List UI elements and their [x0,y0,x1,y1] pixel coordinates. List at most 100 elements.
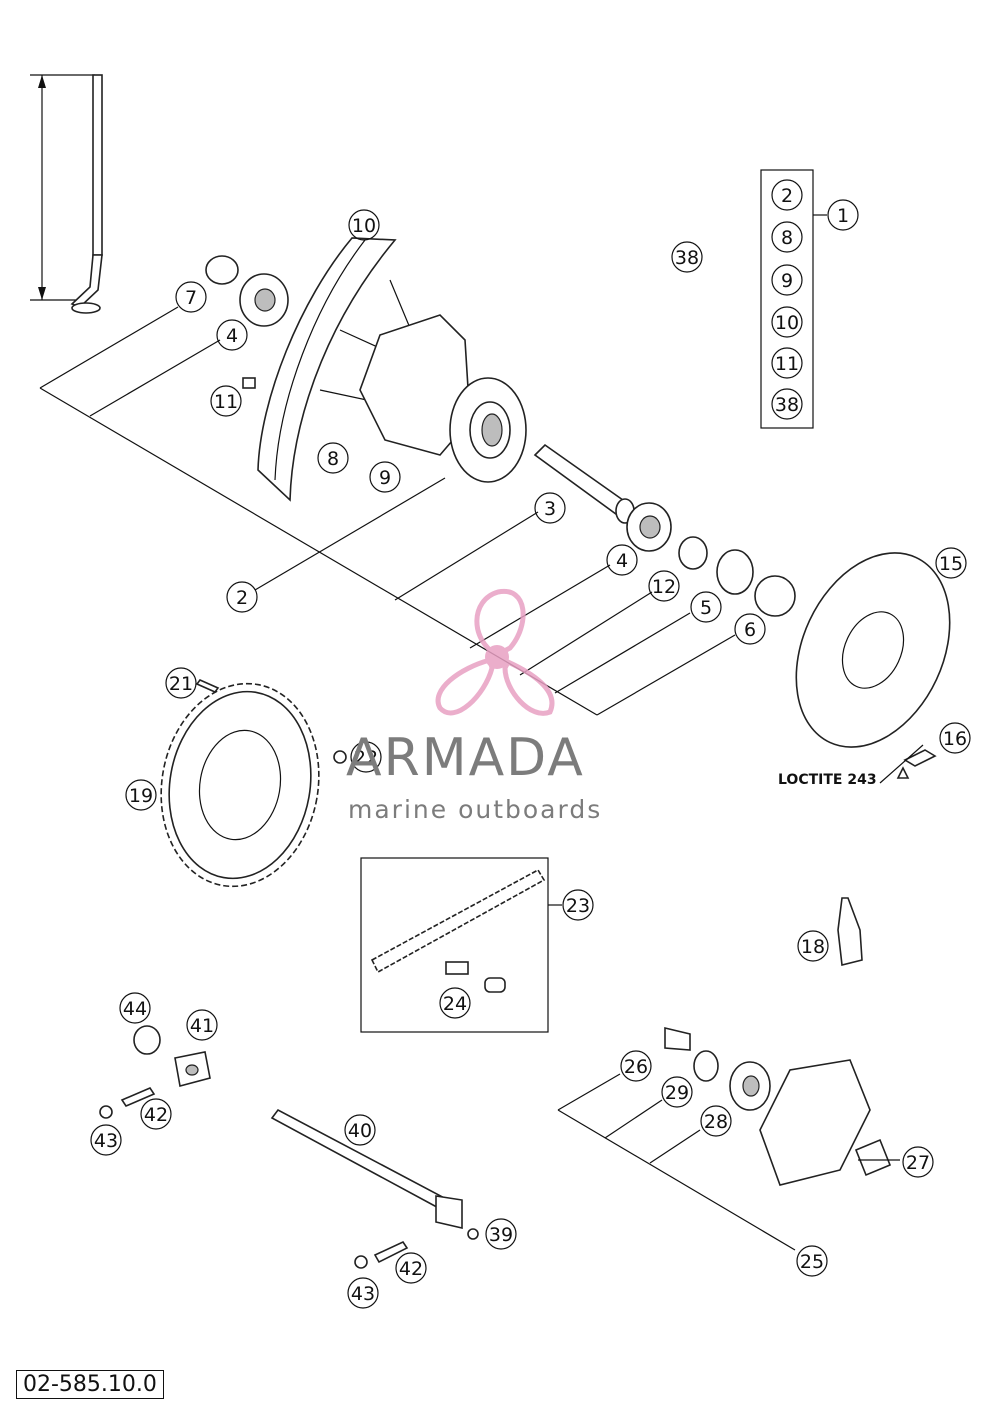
callout-nipple[interactable]: 11 [210,385,242,417]
loctite-note: LOCTITE 243 [778,772,877,788]
svg-text:26: 26 [624,1056,648,1078]
chain-drawing [360,857,549,1033]
svg-text:27: 27 [906,1152,930,1174]
callout-chain-adjuster[interactable]: 41 [186,1009,218,1041]
svg-text:22: 22 [354,747,378,769]
svg-text:7: 7 [185,287,197,309]
callout-sprocket-carrier[interactable]: 25 [796,1245,828,1277]
svg-text:23: 23 [566,895,590,917]
svg-text:25: 25 [800,1251,824,1273]
kit-item-callout[interactable]: 8 [771,221,803,253]
callout-hub[interactable]: 2 [226,581,258,613]
kit-label-callout[interactable]: 1 [827,199,859,231]
callout-sprocket[interactable]: 19 [125,779,157,811]
svg-text:4: 4 [226,325,238,347]
svg-text:1: 1 [837,205,849,227]
svg-text:5: 5 [700,597,712,619]
svg-text:10: 10 [352,215,376,237]
svg-text:43: 43 [351,1283,375,1305]
callout-rim[interactable]: 10 [348,209,380,241]
svg-text:19: 19 [129,785,153,807]
callout-carrier-seal[interactable]: 29 [661,1076,693,1108]
axle-spacer-drawing [205,255,796,617]
svg-text:10: 10 [775,312,799,334]
svg-text:8: 8 [781,227,793,249]
svg-text:38: 38 [675,247,699,269]
svg-text:6: 6 [744,619,756,641]
kit-group-callouts: 2 8 9 10 11 38 1 [771,179,859,420]
callout-bearing[interactable]: 4 [216,319,248,351]
sprocket-carrier-drawing [664,1026,892,1186]
axle-drawing [270,1108,479,1240]
callout-adjust-screw[interactable]: 42 [140,1098,172,1130]
part-callouts: 10 7 4 11 8 9 38 3 2 4 12 5 6 15 16 21 2… [90,209,971,1309]
svg-text:38: 38 [775,394,799,416]
watermark-tagline: marine outboards [348,795,603,824]
svg-text:15: 15 [939,553,963,575]
svg-text:3: 3 [544,498,556,520]
kit-item-callout[interactable]: 38 [771,388,803,420]
kit-item-callout[interactable]: 11 [771,347,803,379]
svg-text:11: 11 [214,391,238,413]
chain-adjuster-drawing [99,1025,409,1269]
kit-item-callout[interactable]: 2 [771,179,803,211]
svg-text:40: 40 [348,1120,372,1142]
callout-shaft-seal[interactable]: 5 [690,591,722,623]
callout-adjust-screw-lower[interactable]: 42 [395,1252,427,1284]
callout-axle[interactable]: 40 [344,1114,376,1146]
spoke-drawing [30,74,103,314]
callout-distance-bushing[interactable]: 6 [734,613,766,645]
callout-bushing[interactable]: 44 [119,992,151,1024]
svg-text:9: 9 [379,467,391,489]
svg-text:18: 18 [801,936,825,958]
callout-chain-link[interactable]: 24 [439,987,471,1019]
callout-carrier-bearing[interactable]: 28 [700,1105,732,1137]
svg-text:24: 24 [443,993,467,1015]
svg-text:39: 39 [489,1224,513,1246]
propeller-logo-icon [435,588,555,716]
callout-chain[interactable]: 23 [562,889,594,921]
callout-spacer-tube[interactable]: 3 [534,492,566,524]
callout-carrier-spacer[interactable]: 26 [620,1050,652,1082]
callout-spacer[interactable]: 7 [175,281,207,313]
svg-text:4: 4 [616,550,628,572]
svg-text:41: 41 [190,1015,214,1037]
callout-spoke[interactable]: 8 [317,442,349,474]
svg-text:16: 16 [943,728,967,750]
callout-disc-screw[interactable]: 16 [939,722,971,754]
svg-text:29: 29 [665,1082,689,1104]
kit-group-box [760,169,814,429]
callout-rim-band[interactable]: 38 [671,241,703,273]
kit-item-callout[interactable]: 9 [771,264,803,296]
svg-text:9: 9 [781,270,793,292]
svg-text:8: 8 [327,448,339,470]
callout-damper[interactable]: 27 [902,1146,934,1178]
kit-item-callout[interactable]: 10 [771,306,803,338]
sprocket-drawing [160,679,347,888]
svg-text:12: 12 [652,576,676,598]
hub-drawing [359,314,527,483]
callout-circlip[interactable]: 12 [648,570,680,602]
grease-tube-drawing [837,897,863,966]
callout-nut[interactable]: 43 [90,1124,122,1156]
callout-grease[interactable]: 18 [797,930,829,962]
brake-disc-drawing [795,552,951,779]
svg-text:2: 2 [236,587,248,609]
callout-nut-lower[interactable]: 43 [347,1277,379,1309]
svg-text:21: 21 [169,673,193,695]
svg-text:44: 44 [123,998,147,1020]
watermark-brand: ARMADA [346,728,585,788]
callout-axle-nut[interactable]: 39 [485,1218,517,1250]
callout-bearing-right[interactable]: 4 [606,544,638,576]
svg-text:43: 43 [94,1130,118,1152]
callout-sprocket-screw[interactable]: 21 [165,667,197,699]
callout-spoke-short[interactable]: 9 [369,461,401,493]
callout-sprocket-nut[interactable]: 22 [350,741,382,773]
svg-text:28: 28 [704,1111,728,1133]
svg-text:11: 11 [775,353,799,375]
svg-text:2: 2 [781,185,793,207]
callout-brake-disc[interactable]: 15 [935,547,967,579]
svg-text:42: 42 [144,1104,168,1126]
